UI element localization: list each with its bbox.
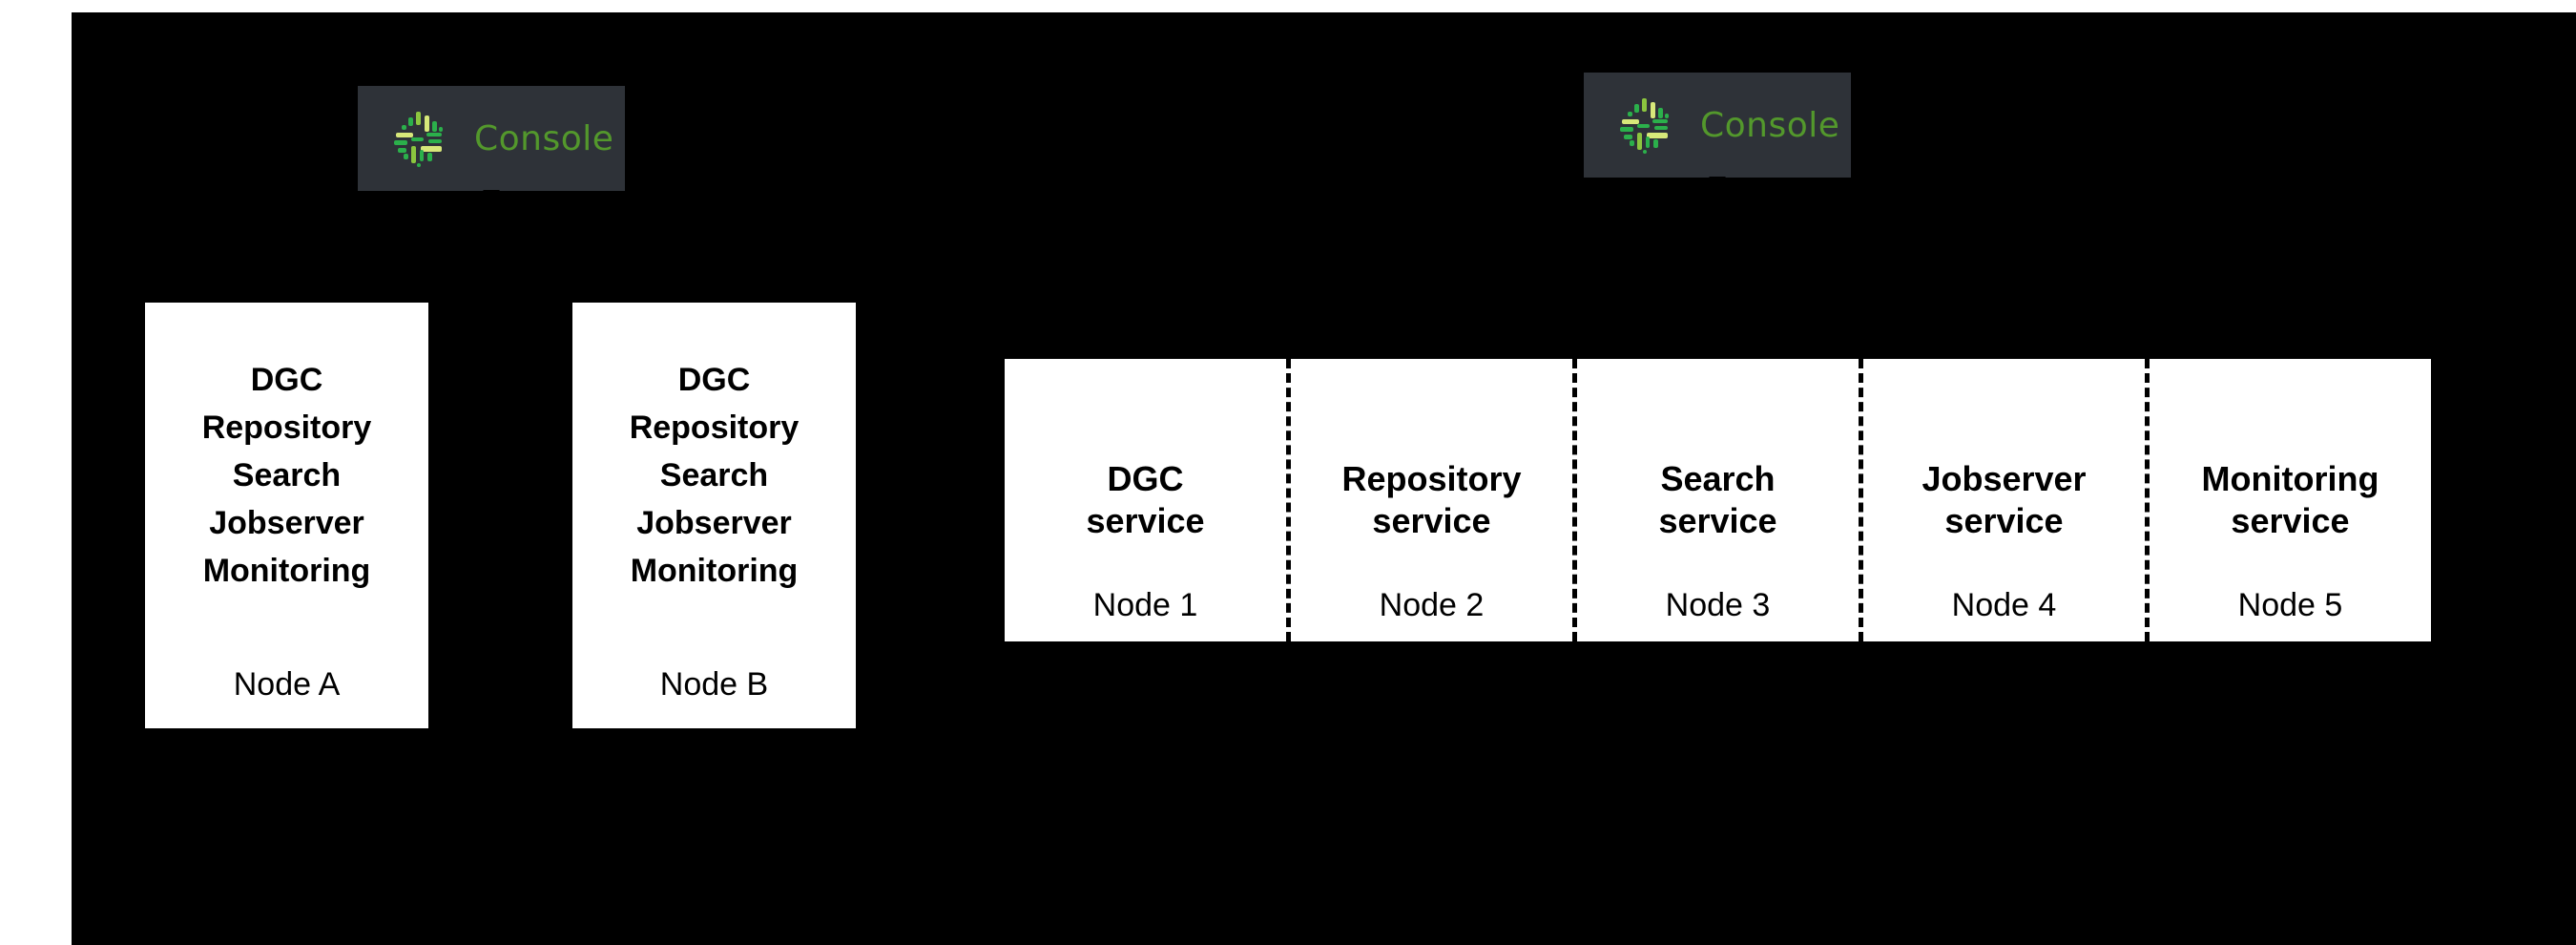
service-name-line2: service	[1944, 501, 2064, 540]
node-label: Node 3	[1665, 587, 1771, 623]
service-item: DGC	[677, 362, 751, 398]
service-item: Monitoring	[630, 553, 799, 589]
service-name: Jobserver service	[1922, 458, 2086, 542]
connector-arrow-down-icon	[1709, 177, 1726, 186]
node-label: Node 2	[1379, 587, 1485, 623]
service-name-line2: service	[1372, 501, 1491, 540]
service-name-line1: Search	[1660, 459, 1776, 498]
service-item: Jobserver	[636, 505, 792, 541]
connector-arrow-left-icon	[1574, 116, 1584, 134]
cluster-column-node-1[interactable]: DGC service Node 1	[1005, 359, 1286, 641]
service-item: Monitoring	[202, 553, 371, 589]
node-card-b[interactable]: DGC Repository Search Jobserver Monitori…	[572, 303, 856, 728]
service-item: Search	[232, 457, 342, 494]
console-label: Console	[474, 118, 614, 158]
node-label: Node B	[659, 666, 769, 703]
service-item: Repository	[629, 410, 800, 446]
service-list: DGC Repository Search Jobserver Monitori…	[202, 356, 372, 595]
cluster-panel: DGC service Node 1 Repository service No…	[1005, 359, 2431, 641]
service-name: Repository service	[1341, 458, 1521, 542]
node-label: Node 5	[2237, 587, 2343, 623]
connector-arrow-down-icon	[483, 190, 500, 200]
service-name-line1: Repository	[1341, 459, 1522, 498]
service-name-line1: Monitoring	[2201, 459, 2379, 498]
console-label: Console	[1700, 105, 1840, 145]
service-name-line2: service	[2231, 501, 2350, 540]
console-badge-right[interactable]: Console	[1574, 73, 1860, 186]
service-name-line2: service	[1086, 501, 1205, 540]
node-label: Node 4	[1951, 587, 2057, 623]
connector-arrow-right-icon	[1851, 116, 1860, 134]
service-name-line2: service	[1658, 501, 1777, 540]
service-item: Jobserver	[209, 505, 364, 541]
service-name-line1: DGC	[1107, 459, 1184, 498]
cluster-column-node-3[interactable]: Search service Node 3	[1572, 359, 1859, 641]
node-card-a[interactable]: DGC Repository Search Jobserver Monitori…	[145, 303, 428, 728]
console-circuit-icon	[388, 108, 449, 169]
service-name: Monitoring service	[2202, 458, 2379, 542]
node-label: Node 1	[1092, 587, 1198, 623]
console-circuit-icon	[1614, 94, 1675, 156]
service-item: Repository	[201, 410, 372, 446]
service-name: DGC service	[1086, 458, 1204, 542]
service-item: DGC	[250, 362, 323, 398]
cluster-column-node-5[interactable]: Monitoring service Node 5	[2145, 359, 2431, 641]
service-list: DGC Repository Search Jobserver Monitori…	[630, 356, 800, 595]
node-label: Node A	[233, 666, 341, 703]
console-badge-left[interactable]: Console	[358, 86, 625, 200]
service-name-line1: Jobserver	[1922, 459, 2087, 498]
cluster-column-node-2[interactable]: Repository service Node 2	[1286, 359, 1572, 641]
service-name: Search service	[1658, 458, 1776, 542]
service-item: Search	[659, 457, 769, 494]
cluster-column-node-4[interactable]: Jobserver service Node 4	[1859, 359, 2145, 641]
